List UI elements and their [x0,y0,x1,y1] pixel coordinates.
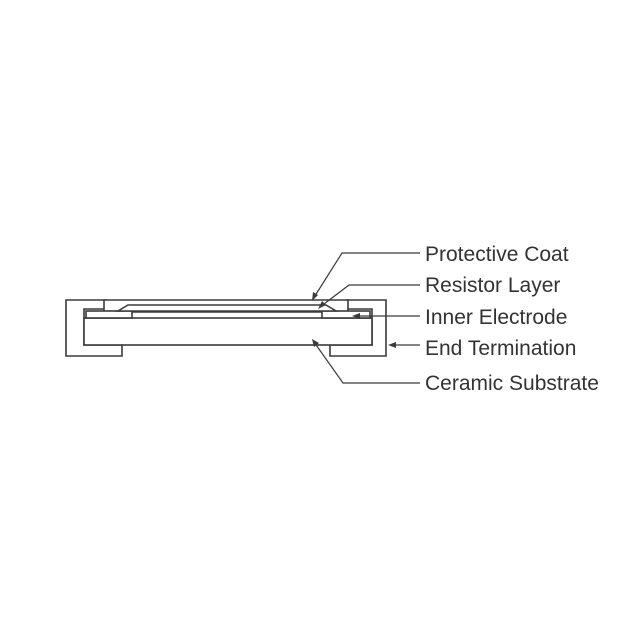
label-resistor-layer: Resistor Layer [425,274,560,297]
ceramic-substrate [83,317,373,346]
label-protective-coat: Protective Coat [425,243,569,266]
label-ceramic-substrate: Ceramic Substrate [425,372,599,395]
arrowhead-end-termination [388,342,396,348]
arrowhead-resistor-layer [318,301,326,309]
inner-electrode-right [321,310,371,319]
arrowhead-protective-coat [312,292,318,301]
leader-protective-coat [312,252,420,300]
label-inner-electrode: Inner Electrode [425,306,567,329]
inner-electrode-left [85,310,133,319]
arrowhead-inner-electrode [352,313,360,319]
leader-resistor-layer [319,284,420,308]
label-end-termination: End Termination [425,337,576,360]
arrowhead-ceramic-substrate [312,339,319,347]
resistor-layer [115,304,339,312]
leader-ceramic-substrate [313,341,420,384]
